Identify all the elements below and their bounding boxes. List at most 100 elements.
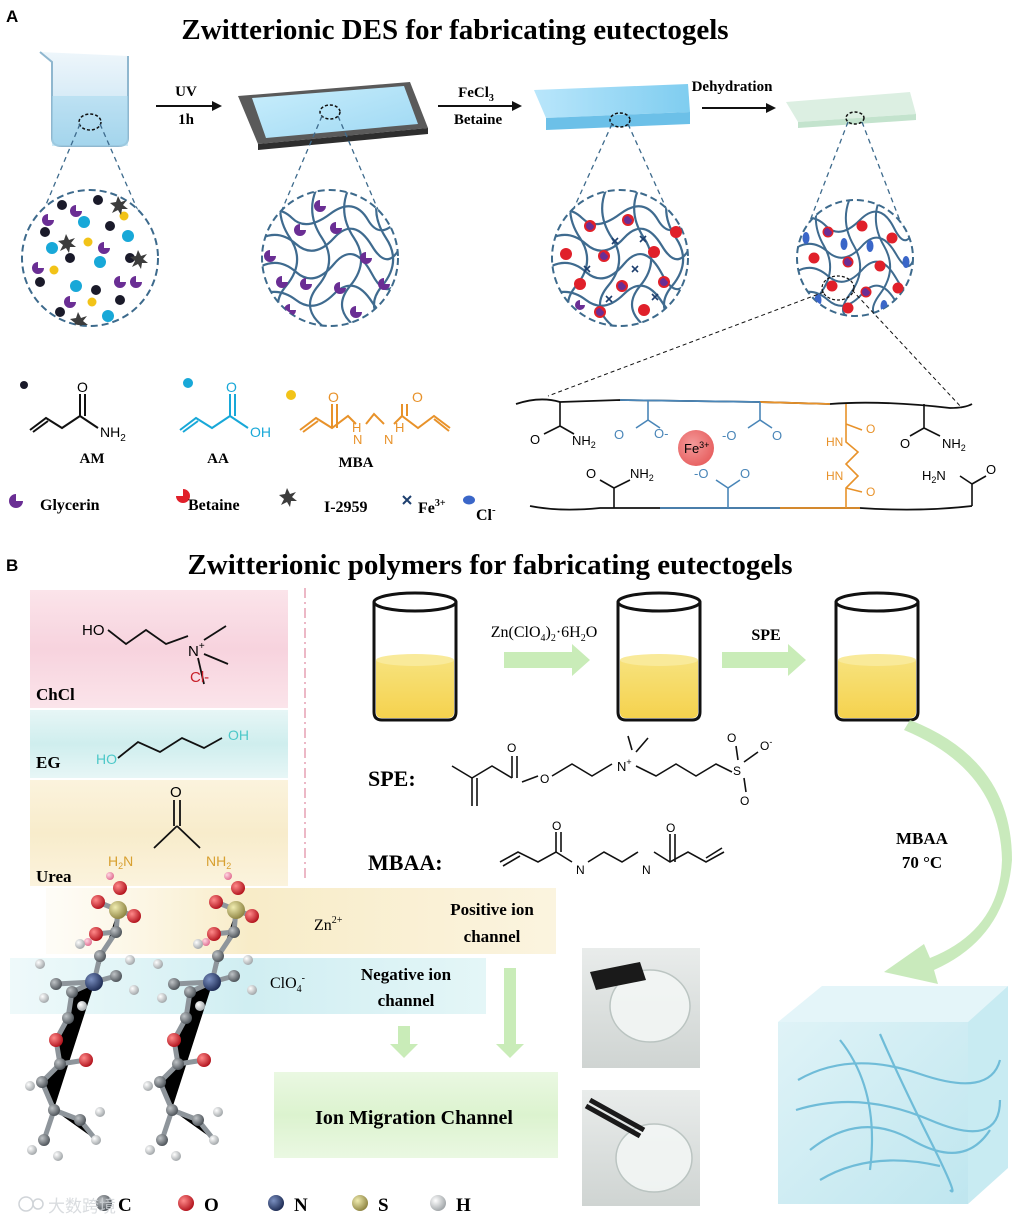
ion-migration-label: Ion Migration Channel <box>315 1107 513 1129</box>
svg-text:Cl-: Cl- <box>190 669 209 686</box>
svg-text:O: O <box>328 389 339 405</box>
green-arrow-1 <box>504 644 590 676</box>
svg-text:OH: OH <box>250 424 271 440</box>
legend-am: O NH2 AM <box>20 379 126 467</box>
step-fecl-label: FeCl3 <box>458 85 494 104</box>
svg-text:-O: -O <box>722 428 736 443</box>
svg-text:N: N <box>642 863 651 877</box>
svg-text:N: N <box>353 432 362 447</box>
svg-text:N+: N+ <box>188 641 205 660</box>
svg-text:H2N: H2N <box>922 468 946 485</box>
zoom-lines <box>25 115 913 253</box>
clo4-ion-label: ClO4- <box>270 973 305 995</box>
svg-text:NH2: NH2 <box>942 436 966 453</box>
detail-zoom-lines <box>547 289 963 409</box>
step-dehydration-label: Dehydration <box>692 79 773 95</box>
spe-structure <box>451 735 759 806</box>
mbaa-structure <box>499 832 725 867</box>
svg-text:O: O <box>204 1195 219 1216</box>
svg-text:N+: N+ <box>617 757 632 774</box>
svg-text:H2N: H2N <box>108 853 133 871</box>
svg-text:O: O <box>866 485 875 499</box>
urea-band <box>30 780 288 886</box>
chcl-label: ChCl <box>36 685 75 704</box>
svg-text:NH2: NH2 <box>206 853 231 871</box>
svg-text:O: O <box>507 741 516 755</box>
watermark-icon <box>18 1196 44 1212</box>
svg-text:O: O <box>540 772 549 786</box>
mbaa-atoms: O O N N <box>552 819 675 877</box>
urea-structure: O H2N NH2 Urea <box>36 784 231 886</box>
molecule-atoms-1 <box>25 872 141 1161</box>
photo-eutectogel-2 <box>582 1090 700 1206</box>
crosslink-detail: O NH2 O O- -O O Fe3+ -O O O HN HN O O NH… <box>515 398 996 511</box>
svg-text:O: O <box>727 731 736 745</box>
svg-text:HN: HN <box>826 435 843 449</box>
zn-salt-label: Zn(ClO4)2·6H2O <box>491 624 598 644</box>
svg-text:S: S <box>733 764 741 778</box>
legend-glycerin: Glycerin <box>9 494 100 514</box>
legend-i2959: I-2959 <box>279 488 368 516</box>
eutectogel-slab <box>786 92 916 128</box>
svg-text:Fe3+: Fe3+ <box>684 440 709 456</box>
svg-text:S: S <box>378 1195 389 1216</box>
svg-text:O: O <box>666 821 675 835</box>
negative-channel-label-1: Negative ion <box>361 965 452 984</box>
svg-text:O: O <box>77 379 88 395</box>
green-arrow-2 <box>722 644 806 676</box>
svg-text:NH2: NH2 <box>572 433 596 450</box>
svg-text:O: O <box>614 427 624 442</box>
vial-2 <box>616 591 702 722</box>
svg-text:N: N <box>384 432 393 447</box>
legend-am-label: AM <box>80 451 105 467</box>
svg-text:O: O <box>740 794 749 808</box>
curved-arrow <box>884 720 1012 984</box>
svg-text:-O: -O <box>694 466 708 481</box>
zoom-circle-monomers <box>21 189 159 327</box>
panel-a-letter: A <box>6 7 18 26</box>
svg-text:Glycerin: Glycerin <box>40 497 100 514</box>
mold-plate <box>238 82 428 150</box>
eg-label: EG <box>36 753 61 772</box>
svg-text:O: O <box>900 436 910 451</box>
svg-text:O: O <box>530 432 540 447</box>
legend-mba: O O H N N H MBA <box>286 389 451 471</box>
step-arrow-uv <box>156 101 222 111</box>
beaker <box>39 51 129 147</box>
zoom-circle-network <box>261 189 399 327</box>
zoom-circle-fe-network <box>551 189 689 327</box>
eg-structure: HO OH EG <box>36 727 249 772</box>
negative-channel-label-2: channel <box>378 991 435 1010</box>
legend-betaine: Betaine <box>176 489 240 514</box>
urea-label: Urea <box>36 867 72 886</box>
svg-text:O: O <box>552 819 561 833</box>
spe-atoms: O O N+ O S O O- <box>507 731 772 808</box>
positive-channel-label-1: Positive ion <box>450 900 534 919</box>
step-arrow-dehydration <box>702 103 776 113</box>
svg-text:O: O <box>170 784 182 801</box>
svg-text:H: H <box>395 420 404 435</box>
chcl-band <box>30 590 288 708</box>
svg-text:H: H <box>352 420 361 435</box>
legend-aa: O OH AA <box>179 378 271 467</box>
down-arrow-1 <box>390 1026 418 1058</box>
spe-arrow-label: SPE <box>751 627 780 644</box>
svg-text:O: O <box>412 389 423 405</box>
svg-text:O: O <box>586 466 596 481</box>
svg-text:HO: HO <box>82 622 105 639</box>
vial-1 <box>372 591 458 722</box>
svg-text:Fe3+: Fe3+ <box>418 498 446 517</box>
zn-ion-label: Zn2+ <box>314 915 343 934</box>
svg-text:O: O <box>866 422 875 436</box>
chcl-structure: HO N+ Cl- ChCl <box>36 622 229 704</box>
step-betaine-label: Betaine <box>454 112 503 128</box>
ion-migration-box <box>274 1072 558 1158</box>
hydrogel-slab <box>534 84 690 130</box>
svg-text:OH: OH <box>228 727 249 743</box>
svg-text:O-: O- <box>654 426 668 441</box>
svg-text:NH2: NH2 <box>630 466 654 483</box>
positive-channel-label-2: channel <box>464 927 521 946</box>
step-uv-label: UV <box>175 84 197 100</box>
mbaa-label: MBAA: <box>368 850 443 875</box>
svg-text:HO: HO <box>96 751 117 767</box>
